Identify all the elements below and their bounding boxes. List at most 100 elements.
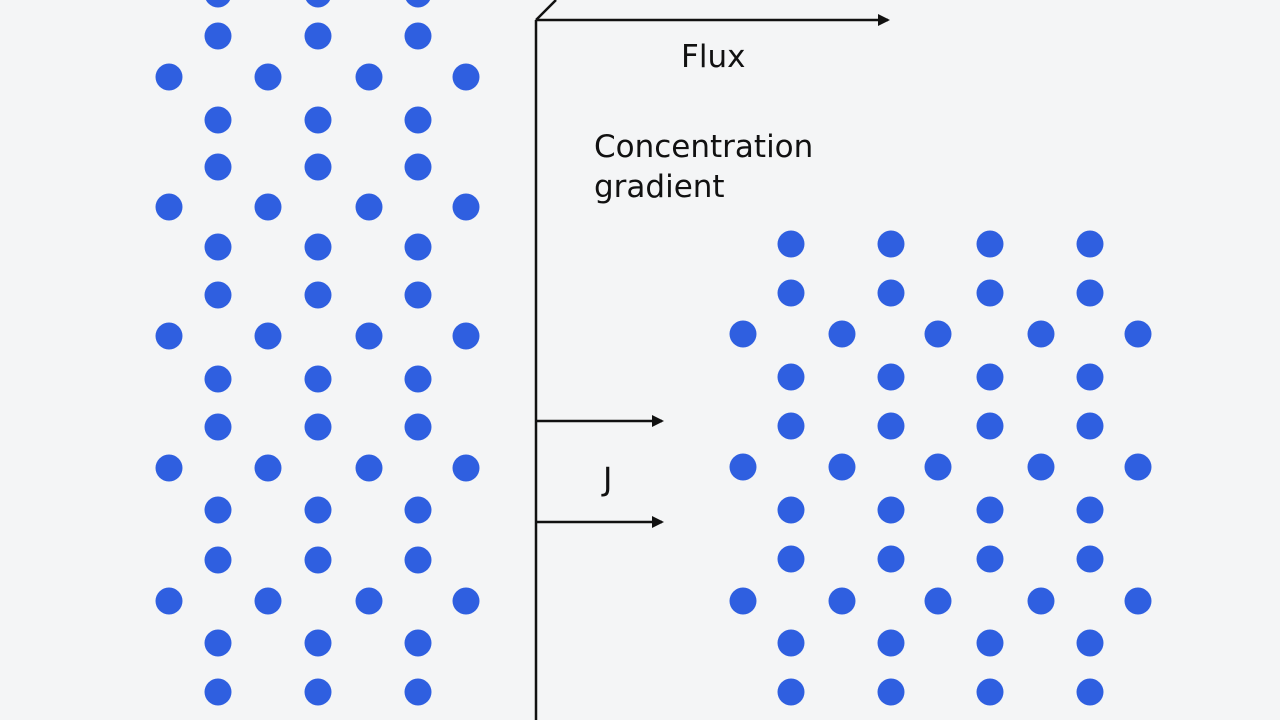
particle xyxy=(1076,279,1104,307)
particle xyxy=(155,63,183,91)
gradient-label-line2: gradient xyxy=(594,169,725,205)
particle xyxy=(355,63,383,91)
particle xyxy=(828,453,856,481)
particle xyxy=(204,496,232,524)
particle xyxy=(155,193,183,221)
particle xyxy=(1027,320,1055,348)
particle xyxy=(405,0,431,8)
particle xyxy=(304,281,332,309)
gradient-label-line1: Concentration xyxy=(594,129,813,165)
particle xyxy=(877,678,905,706)
particle xyxy=(304,546,332,574)
particle xyxy=(729,320,757,348)
particle xyxy=(777,363,805,391)
particle xyxy=(828,587,856,615)
particle xyxy=(777,412,805,440)
particle xyxy=(304,106,332,134)
particle xyxy=(452,454,480,482)
particle xyxy=(877,629,905,657)
flux-label: Flux xyxy=(681,39,745,75)
particle xyxy=(976,678,1004,706)
particle xyxy=(304,496,332,524)
particle xyxy=(155,322,183,350)
particle xyxy=(355,587,383,615)
particle xyxy=(355,322,383,350)
particle xyxy=(452,322,480,350)
particle xyxy=(304,365,332,393)
particle xyxy=(877,412,905,440)
particle xyxy=(1076,230,1104,258)
particle xyxy=(204,629,232,657)
particle xyxy=(254,63,282,91)
particle xyxy=(1076,678,1104,706)
particle xyxy=(204,106,232,134)
particle xyxy=(452,63,480,91)
particle xyxy=(1124,320,1152,348)
particle xyxy=(924,453,952,481)
particle xyxy=(404,413,432,441)
particle xyxy=(254,322,282,350)
particle xyxy=(155,587,183,615)
particle xyxy=(976,412,1004,440)
particle xyxy=(777,678,805,706)
particle xyxy=(404,546,432,574)
particle xyxy=(976,629,1004,657)
particle xyxy=(1124,453,1152,481)
j-label: J xyxy=(601,460,612,498)
particle xyxy=(1076,363,1104,391)
particle xyxy=(1076,412,1104,440)
particle xyxy=(404,281,432,309)
particle xyxy=(304,629,332,657)
particle xyxy=(355,454,383,482)
particle xyxy=(452,587,480,615)
particle xyxy=(828,320,856,348)
particle xyxy=(976,545,1004,573)
particle xyxy=(304,22,332,50)
particle xyxy=(204,281,232,309)
particle xyxy=(976,230,1004,258)
right-region-particles xyxy=(729,230,1152,706)
particle xyxy=(205,0,231,8)
particle xyxy=(254,193,282,221)
particle xyxy=(404,365,432,393)
particle xyxy=(877,279,905,307)
particle xyxy=(1027,587,1055,615)
particle xyxy=(155,454,183,482)
particle xyxy=(355,193,383,221)
particle xyxy=(204,546,232,574)
particle xyxy=(877,363,905,391)
particle xyxy=(976,496,1004,524)
particle xyxy=(204,365,232,393)
particle xyxy=(877,496,905,524)
particle xyxy=(729,587,757,615)
particle xyxy=(204,678,232,706)
particle xyxy=(204,22,232,50)
left-region-particles xyxy=(155,0,480,706)
particle xyxy=(777,279,805,307)
particle xyxy=(1027,453,1055,481)
particle xyxy=(204,233,232,261)
particle xyxy=(304,678,332,706)
particle xyxy=(924,587,952,615)
particle xyxy=(304,153,332,181)
particle xyxy=(404,22,432,50)
particle xyxy=(976,363,1004,391)
particle xyxy=(777,496,805,524)
particle xyxy=(729,453,757,481)
particle xyxy=(404,629,432,657)
particle xyxy=(777,230,805,258)
particle xyxy=(777,545,805,573)
particle xyxy=(877,545,905,573)
particle xyxy=(404,678,432,706)
particle xyxy=(254,454,282,482)
particle xyxy=(404,496,432,524)
particle xyxy=(924,320,952,348)
particle xyxy=(404,106,432,134)
particle xyxy=(452,193,480,221)
particle xyxy=(777,629,805,657)
particle xyxy=(305,0,331,8)
particle xyxy=(304,413,332,441)
particle xyxy=(877,230,905,258)
